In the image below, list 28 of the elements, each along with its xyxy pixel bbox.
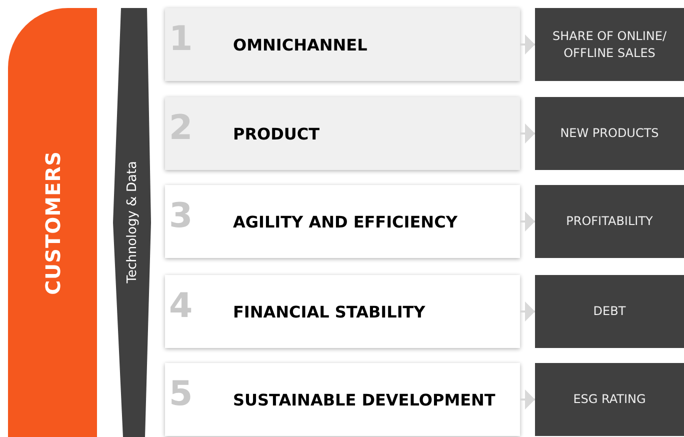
- arrow: [520, 212, 535, 232]
- pillar-card: [165, 363, 520, 436]
- arrow: [520, 390, 535, 410]
- pillar-title: FINANCIAL STABILITY: [233, 302, 426, 321]
- metric-box: [535, 363, 684, 436]
- metric-box: [535, 275, 684, 348]
- pillar-title: PRODUCT: [233, 124, 320, 143]
- metric-label: SHARE OF ONLINE/ OFFLINE SALES: [552, 28, 668, 61]
- arrow: [520, 34, 535, 54]
- arrow: [520, 124, 535, 144]
- metric-box: [535, 8, 684, 81]
- pillar-card: [165, 185, 520, 258]
- band-label: Technology & Data: [124, 161, 140, 284]
- metric-box: [535, 97, 684, 170]
- pillar-title: SUSTAINABLE DEVELOPMENT: [233, 390, 496, 409]
- pillar-title: OMNICHANNEL: [233, 35, 368, 54]
- metric-label: NEW PRODUCTS: [559, 125, 660, 142]
- pillar-title: AGILITY AND EFFICIENCY: [233, 212, 458, 231]
- band-title: CUSTOMERS: [40, 150, 64, 294]
- customers-band: [8, 8, 97, 437]
- pillar-card: [165, 97, 520, 170]
- metric-label: PROFITABILITY: [565, 213, 654, 230]
- metric-label: ESG RATING: [572, 391, 647, 408]
- metric-box: [535, 185, 684, 258]
- metric-label: DEBT: [592, 303, 627, 320]
- pillar-card: [165, 275, 520, 348]
- arrow: [520, 302, 535, 322]
- pillar-card: [165, 8, 520, 81]
